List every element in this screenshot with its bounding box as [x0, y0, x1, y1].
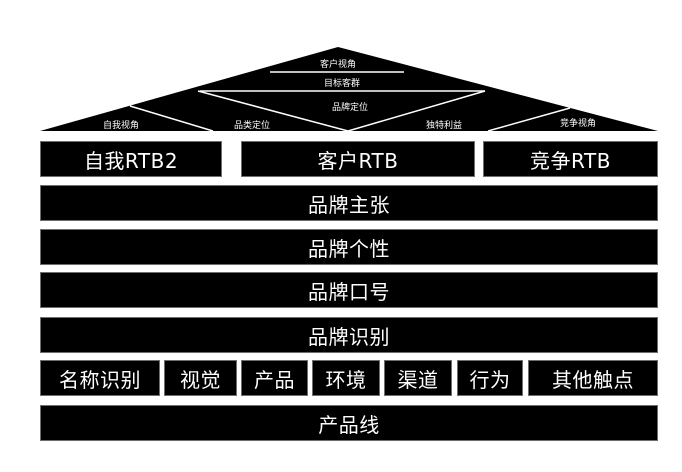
roof-label-right-outer: 竞争视角 [560, 117, 596, 129]
band-brand-slogan: 品牌口号 [40, 272, 658, 308]
roof-divider-right [487, 107, 571, 132]
touchpoint-product: 产品 [241, 360, 308, 396]
touchpoint-name: 名称识别 [40, 360, 160, 396]
roof-label-target: 目标客群 [324, 77, 360, 89]
roof-label-right-inner: 独特利益 [426, 119, 462, 131]
roof-divider-left [129, 105, 214, 132]
roof-label-center: 品牌定位 [332, 101, 368, 113]
band-brand-personality: 品牌个性 [40, 229, 658, 265]
rtb-competition: 竞争RTB [483, 141, 658, 177]
roof-label-left-outer: 自我视角 [103, 119, 139, 131]
roof-diamond-left [197, 90, 349, 132]
roof-label-apex: 客户视角 [320, 58, 356, 70]
roof-diamond-right [347, 90, 486, 132]
touchpoint-other: 其他触点 [528, 360, 658, 396]
touchpoint-behavior: 行为 [457, 360, 523, 396]
roof-label-left-inner: 品类定位 [234, 119, 270, 131]
brand-house-roof: 客户视角 目标客群 品牌定位 自我视角 品类定位 独特利益 竞争视角 [40, 47, 658, 132]
roof-triangle [40, 47, 658, 131]
touchpoint-visual: 视觉 [164, 360, 237, 396]
band-brand-proposition: 品牌主张 [40, 185, 658, 221]
rtb-customer: 客户RTB [241, 141, 475, 177]
touchpoint-channel: 渠道 [384, 360, 452, 396]
rtb-self: 自我RTB2 [40, 141, 222, 177]
band-product-line: 产品线 [40, 405, 658, 441]
touchpoint-environment: 环境 [312, 360, 380, 396]
band-brand-identity: 品牌识别 [40, 317, 658, 353]
